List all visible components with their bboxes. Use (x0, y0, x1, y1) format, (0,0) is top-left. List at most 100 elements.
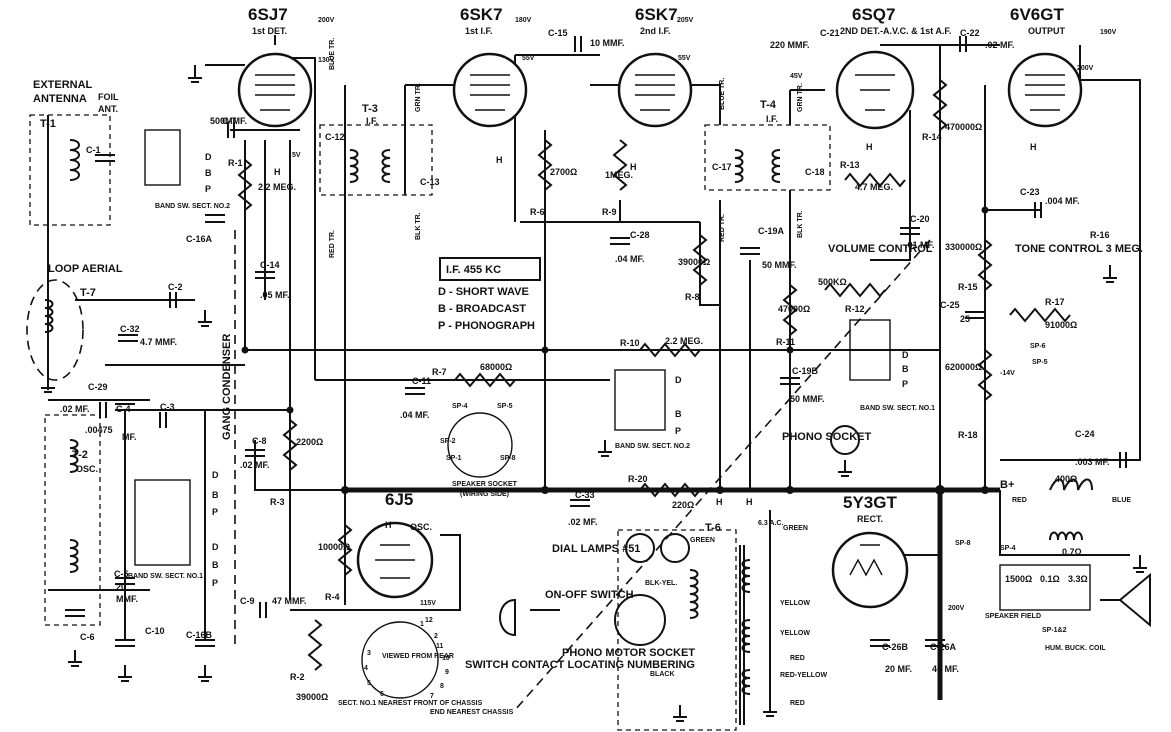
switch-wafer-outline (361, 621, 439, 699)
c3-label: C-3 (160, 402, 175, 412)
sect-nearest-front: SECT. NO.1 NEAREST FRONT OF CHASSIS (338, 700, 483, 707)
tube-internals (255, 74, 1065, 579)
r15-label: R-15 (958, 282, 978, 292)
r17-label: R-17 (1045, 297, 1065, 307)
dial-lamp-icon-2 (660, 533, 690, 563)
val-50mmf-a: 50 MMF. (762, 260, 797, 270)
voltage-e: 200V (1077, 65, 1094, 72)
contact-6: 6 (380, 691, 384, 698)
gang-condenser-label: GANG CONDENSER (221, 334, 233, 440)
speaker-wires (999, 490, 1130, 556)
switch-b-2: B (212, 490, 219, 500)
contact-10: 10 (442, 655, 450, 662)
blue-tr-label-1: BLUE TR. (329, 38, 336, 70)
loop-wires (75, 299, 245, 366)
switch-b-3: B (212, 560, 219, 570)
tube-sub-6sj7: 1st DET. (252, 26, 287, 36)
val-4-7meg: 4.7 MEG. (855, 182, 893, 192)
contact-1: 1 (420, 621, 424, 628)
switch-d-5: D (902, 350, 909, 360)
t2-osc-label: OSC. (76, 464, 98, 474)
t1-box (29, 114, 111, 226)
c29-label: C-29 (88, 382, 108, 392)
r7-label: R-7 (432, 367, 447, 377)
tube1-wires (205, 35, 316, 380)
c19a-label: C-19A (758, 226, 785, 236)
c23-label: C-23 (1020, 187, 1040, 197)
c26b-label: C-26B (882, 642, 909, 652)
val-50mmf-b: 50 MMF. (790, 394, 825, 404)
grn-tr-label-1: GRN TR. (415, 83, 422, 112)
val-220r: 220Ω (672, 500, 694, 510)
r16-label: R-16 (1090, 230, 1110, 240)
grn-tr-label-2: GRN TR. (797, 83, 804, 112)
switch-p-3: P (212, 578, 218, 588)
sp-1-2-label: SP-1&2 (1042, 627, 1067, 634)
val-2700: 2700Ω (550, 167, 577, 177)
blk-tr-label-2: BLK TR. (797, 210, 804, 238)
heater-h-1: H (274, 167, 281, 177)
switch-b-4: B (675, 409, 682, 419)
r14-label: R-14 (922, 132, 942, 142)
red-yellow-label: RED-YELLOW (780, 672, 827, 679)
green-label-2: GREEN (783, 525, 808, 532)
val-620k: 620000Ω (945, 362, 982, 372)
tube-name-6v6gt: 6V6GT (1010, 5, 1064, 24)
switch-mech-link (514, 239, 931, 711)
r10-label: R-10 (620, 338, 640, 348)
r9-label: R-9 (602, 207, 617, 217)
r18-label: R-18 (958, 430, 978, 440)
t3-wires (344, 84, 455, 490)
c15-label: C-15 (548, 28, 568, 38)
loop-aerial-label: LOOP AERIAL (48, 263, 123, 275)
val-47k: 47000Ω (778, 304, 810, 314)
t4-if-label: I.F. (766, 114, 778, 124)
t4-label: T-4 (760, 99, 777, 111)
heater-h-7: H (716, 497, 723, 507)
val-mmf: MMF. (116, 594, 138, 604)
legend-p: P - PHONOGRAPH (438, 320, 535, 332)
switch-b-5: B (902, 364, 909, 374)
val-400: 400Ω (1055, 474, 1077, 484)
switch-d-3: D (212, 542, 219, 552)
val-1meg: 1MEG. (605, 170, 633, 180)
c9-label: C-9 (240, 596, 255, 606)
c1-label: C-1 (86, 145, 101, 155)
c12-label: C-12 (325, 132, 345, 142)
tube-name-6j5: 6J5 (385, 490, 413, 509)
val-47mmf: 47 MMF. (272, 596, 307, 606)
voltage-6j5: 115V (420, 600, 436, 607)
motor-socket-icon (614, 594, 666, 646)
switch-contact-title: SWITCH CONTACT LOCATING NUMBERING (465, 659, 695, 671)
val-1500: 1500Ω (1005, 574, 1032, 584)
c20-label: C-20 (910, 214, 930, 224)
contact-3: 3 (367, 650, 371, 657)
band-sw-vol-label: BAND SW. SECT. NO.1 (860, 405, 935, 412)
val-3-3: 3.3Ω (1068, 574, 1088, 584)
tube2-wires (514, 54, 600, 222)
blk-yel-label: BLK-YEL. (645, 580, 677, 587)
yellow-label-1: YELLOW (780, 600, 810, 607)
c28-label: C-28 (630, 230, 650, 240)
val-20mf: 20 MF. (885, 664, 912, 674)
c24-label: C-24 (1075, 429, 1095, 439)
val-10k: 10000Ω (318, 542, 350, 552)
loop-aerial-outline (26, 279, 84, 381)
val-02mf-b: .02 MF. (568, 517, 598, 527)
antenna-label: ANTENNA (33, 93, 87, 105)
c26a-label: C-26A (930, 642, 957, 652)
tube-sub-6sk7-2: 2nd I.F. (640, 26, 671, 36)
val-68k: 68000Ω (480, 362, 512, 372)
voltage-5y3gt: 200V (948, 605, 965, 612)
tube-6v6gt (1007, 52, 1083, 128)
tube-sub-6sk7-1: 1st I.F. (465, 26, 493, 36)
c13-label: C-13 (420, 177, 440, 187)
speaker-socket-outline (447, 412, 513, 478)
legend-d: D - SHORT WAVE (438, 286, 529, 298)
heater-h-3: H (630, 162, 637, 172)
c6-label: C-6 (80, 632, 95, 642)
band-switch-mid-box (614, 369, 666, 431)
val-04mf-a: .04 MF. (400, 410, 430, 420)
end-nearest-chassis: END NEAREST CHASSIS (430, 709, 514, 716)
